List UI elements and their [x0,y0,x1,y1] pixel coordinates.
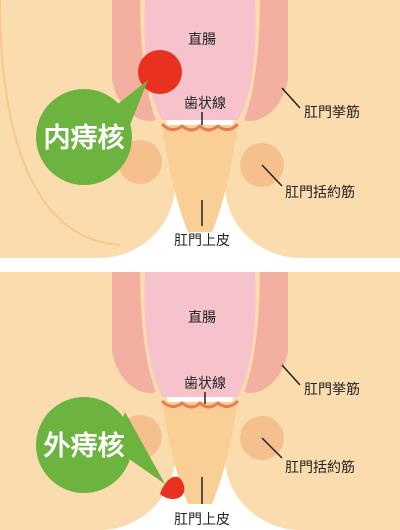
levator-left [112,272,156,393]
dentate-line [160,399,240,409]
callout-text: 外痔核 [44,430,125,462]
rectum-area [144,272,256,397]
callout-bubble [36,397,132,493]
internal-hemorrhoid-diagram: 内痔核 直腸 歯状線 肛門挙筋 肛門括約筋 肛門上皮 [0,0,400,258]
label-rectum: 直腸 [188,31,216,48]
leader-sphincter [261,164,283,187]
anatomy-illustration-external: 外痔核 直腸 歯状線 肛門挙筋 肛門括約筋 肛門上皮 [0,272,400,530]
internal-hemorrhoid [138,50,182,94]
outer-contour [0,0,121,246]
anal-canal [162,402,238,504]
external-hemorrhoid [160,476,185,500]
levator-left [112,0,156,121]
label-rectum: 直腸 [188,309,216,326]
callout-bubble [36,89,132,185]
leader-levator [281,364,301,386]
label-levator-ani: 肛門挙筋 [304,104,360,121]
levator-right [244,0,288,121]
label-sphincter: 肛門括約筋 [285,184,355,201]
label-anoderm: 肛門上皮 [174,233,230,249]
leader-levator [281,87,301,109]
label-dentate-line: 歯状線 [184,96,226,112]
label-levator-ani: 肛門挙筋 [304,381,360,398]
external-hemorrhoid-diagram: 外痔核 直腸 歯状線 肛門挙筋 肛門括約筋 肛門上皮 [0,272,400,530]
anal-canal [162,125,238,232]
levator-right [244,272,288,393]
label-anoderm: 肛門上皮 [174,512,230,528]
label-sphincter: 肛門括約筋 [285,459,355,476]
callout-text: 内痔核 [44,122,125,154]
dentate-line [160,122,240,132]
leader-sphincter [261,437,283,459]
label-dentate-line: 歯状線 [184,376,226,392]
anatomy-illustration-internal: 内痔核 直腸 歯状線 肛門挙筋 肛門括約筋 肛門上皮 [0,0,400,258]
